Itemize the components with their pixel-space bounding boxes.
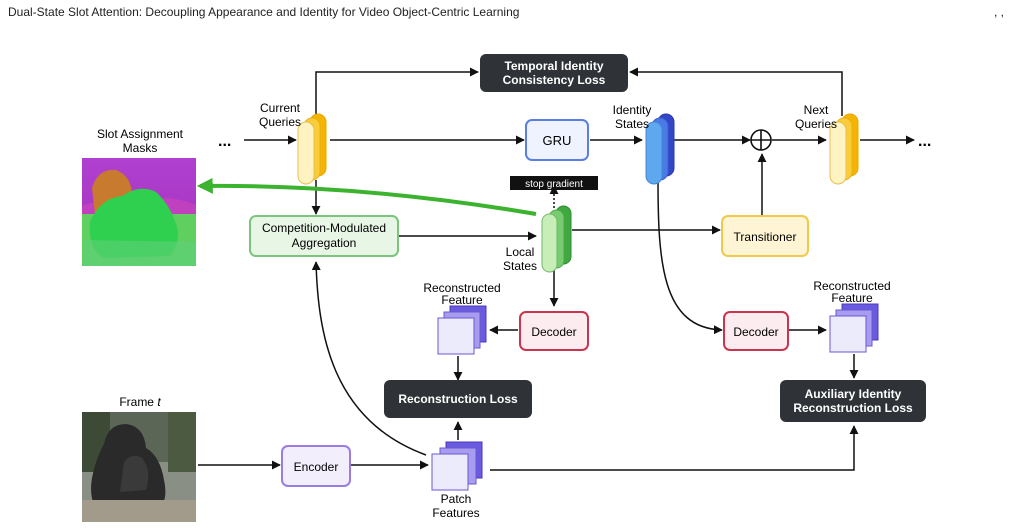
- stop-gradient-label: stop gradient: [525, 179, 583, 190]
- aux-loss-line-2: Reconstruction Loss: [793, 401, 913, 415]
- decoder-box-right: Decoder: [723, 311, 789, 351]
- current-queries-label-1: Current: [260, 101, 301, 115]
- identity-states-stack: [645, 113, 675, 185]
- temporal-identity-loss-box: Temporal Identity Consistency Loss: [480, 54, 628, 92]
- recon-feature-left-label-1: Reconstructed: [423, 281, 500, 295]
- encoder-label: Encoder: [294, 460, 339, 474]
- recon-feature-stack-right: [829, 303, 879, 353]
- slot-masks-label-1: Slot Assignment: [97, 127, 184, 141]
- recon-feature-right-label-1: Reconstructed: [813, 279, 890, 293]
- arrow-next-queries-to-temporal-loss: [629, 67, 843, 116]
- transitioner-box: Transitioner: [721, 215, 809, 257]
- patch-features-label-1: Patch: [441, 492, 472, 506]
- gru-box: GRU: [525, 119, 589, 161]
- current-queries-label-2: Queries: [259, 115, 301, 129]
- cma-box: Competition-Modulated Aggregation: [249, 215, 399, 257]
- transitioner-label: Transitioner: [734, 230, 797, 244]
- decoder-right-label: Decoder: [733, 325, 778, 339]
- paper-header-marks: , ,: [993, 5, 1004, 19]
- temporal-loss-line-2: Consistency Loss: [503, 73, 606, 87]
- current-queries-stack: [297, 113, 327, 185]
- temporal-loss-line-1: Temporal Identity: [504, 59, 603, 73]
- aux-loss-line-1: Auxiliary Identity: [805, 387, 902, 401]
- arrow-identity-to-decoder: [657, 179, 723, 335]
- decoder-box-left: Decoder: [519, 311, 589, 351]
- ellipsis-right: ...: [918, 133, 931, 150]
- arrow-patch-to-cma: [311, 261, 427, 456]
- recon-feature-left-label-2: Feature: [441, 293, 483, 307]
- slot-masks-label-2: Masks: [123, 141, 158, 155]
- recon-feature-stack-left: [437, 305, 487, 355]
- arrow-local-to-masks: [196, 177, 537, 216]
- next-queries-label-1: Next: [804, 103, 829, 117]
- local-states-label-2: States: [503, 259, 537, 273]
- frame-image: [82, 412, 196, 522]
- reconstruction-loss-label: Reconstruction Loss: [398, 392, 518, 406]
- stop-gradient-tag: stop gradient: [510, 176, 598, 190]
- gru-label: GRU: [543, 133, 572, 148]
- arrow-patch-to-aux-loss: [490, 425, 859, 471]
- decoder-left-label: Decoder: [531, 325, 576, 339]
- reconstruction-loss-box: Reconstruction Loss: [384, 380, 532, 418]
- patch-features-stack: [431, 441, 483, 491]
- encoder-box: Encoder: [281, 445, 351, 487]
- paper-header-title: Dual-State Slot Attention: Decoupling Ap…: [8, 5, 520, 19]
- recon-feature-right-label-2: Feature: [831, 291, 873, 305]
- next-queries-stack: [829, 113, 859, 185]
- patch-features-label-2: Features: [432, 506, 479, 520]
- add-operator: [750, 129, 772, 151]
- identity-states-label-2: States: [615, 117, 649, 131]
- aux-identity-loss-box: Auxiliary Identity Reconstruction Loss: [780, 380, 926, 422]
- ellipsis-left: ...: [218, 133, 231, 150]
- frame-label: Frame t: [119, 395, 161, 409]
- arrow-queries-to-temporal-loss: [315, 67, 479, 118]
- next-queries-label-2: Queries: [795, 117, 837, 131]
- identity-states-label-1: Identity: [613, 103, 652, 117]
- local-states-label-1: Local: [506, 245, 535, 259]
- slot-masks-image: [82, 158, 196, 266]
- cma-line-2: Aggregation: [292, 236, 357, 250]
- cma-line-1: Competition-Modulated: [262, 221, 386, 235]
- local-states-stack: [541, 205, 572, 273]
